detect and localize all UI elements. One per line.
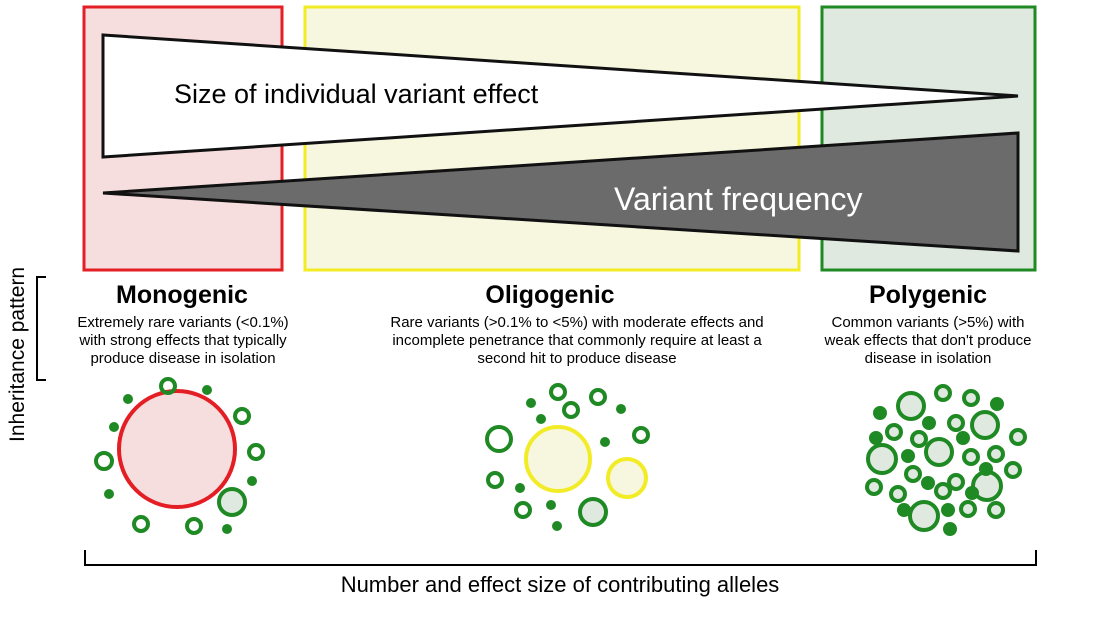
allele-dot [901,449,915,463]
large-allele-circle [117,389,237,509]
allele-dot [921,476,935,490]
allele-circle [908,500,940,532]
monogenic-title: Monogenic [116,281,248,309]
effect-size-label: Size of individual variant effect [174,79,539,109]
allele-circle [217,487,247,517]
allele-dot [552,521,562,531]
polygenic-description: Common variants (>5%) with weak effects … [824,314,1032,367]
large-allele-circle [524,425,592,493]
allele-circle [562,401,580,419]
allele-circle [962,448,980,466]
allele-circle [934,482,952,500]
monogenic-allele-cluster [94,377,265,535]
frequency-wedge [102,131,1020,253]
allele-dot [616,404,626,414]
allele-circle [896,391,926,421]
large-allele-circle [606,457,648,499]
allele-circle [185,517,203,535]
allele-dot [109,422,119,432]
alleles-bracket [84,550,1037,566]
allele-circle [934,384,952,402]
allele-dot [922,416,936,430]
allele-dot [536,414,546,424]
polygenic-allele-cluster [865,384,1027,536]
allele-circle [865,478,883,496]
allele-dot [897,503,911,517]
allele-circle [987,445,1005,463]
allele-dot [965,486,979,500]
allele-dot [222,524,232,534]
allele-circle [970,410,1000,440]
allele-circle [947,414,965,432]
allele-circle [486,471,504,489]
allele-circle [514,501,532,519]
allele-circle [578,497,608,527]
allele-circle [924,437,954,467]
allele-circle [485,425,513,453]
allele-dot [941,503,955,517]
allele-circle [889,485,907,503]
allele-dot [515,483,525,493]
allele-dot [247,476,257,486]
oligogenic-allele-cluster [485,383,650,531]
allele-circle [589,388,607,406]
inheritance-pattern-label: Inheritance pattern [6,266,29,442]
allele-circle [987,501,1005,519]
allele-dot [979,462,993,476]
allele-dot [600,437,610,447]
inheritance-bracket [36,276,46,381]
frequency-label: Variant frequency [614,181,862,217]
allele-circle [1009,428,1027,446]
allele-dot [546,500,556,510]
monogenic-description: Extremely rare variants (<0.1%) with str… [77,314,289,367]
effect-size-wedge [101,33,1019,159]
allele-circle [159,377,177,395]
allele-dot [526,398,536,408]
allele-circle [132,515,150,533]
allele-circle [549,383,567,401]
allele-dot [123,394,133,404]
allele-circle [885,423,903,441]
allele-dot [202,385,212,395]
allele-circle [247,443,265,461]
allele-dot [873,406,887,420]
oligogenic-description: Rare variants (>0.1% to <5%) with modera… [390,314,764,367]
allele-circle [904,465,922,483]
allele-circle [910,430,928,448]
allele-dot [990,397,1004,411]
allele-dot [104,489,114,499]
allele-circle [959,500,977,518]
allele-circle [866,443,898,475]
allele-dot [956,431,970,445]
allele-circle [94,451,114,471]
allele-circle [1004,461,1022,479]
allele-dot [869,431,883,445]
alleles-caption: Number and effect size of contributing a… [340,572,780,597]
oligogenic-title: Oligogenic [485,281,615,309]
polygenic-title: Polygenic [868,281,988,309]
allele-circle [962,389,980,407]
allele-dot [943,522,957,536]
allele-circle [233,407,251,425]
allele-circle [947,473,965,491]
allele-circle [632,426,650,444]
